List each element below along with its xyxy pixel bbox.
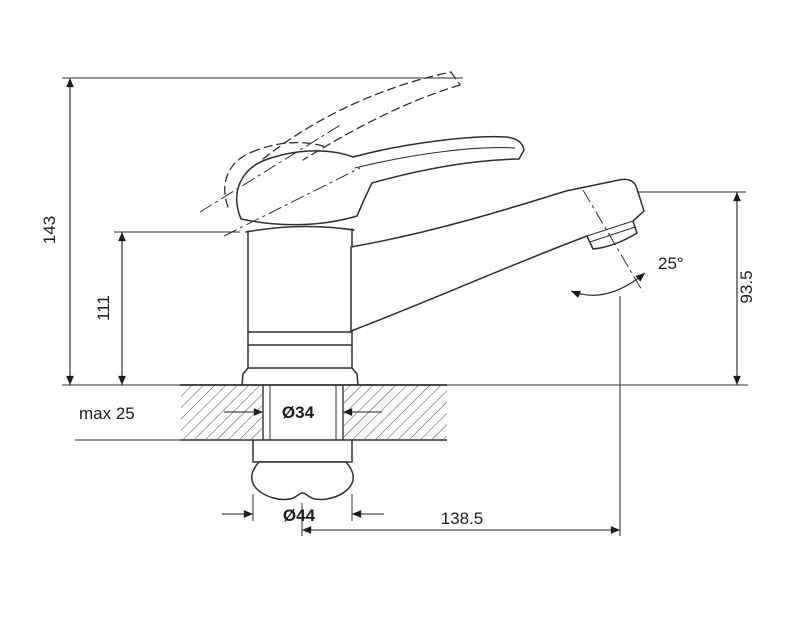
dimension-labels: 143 111 max 25 Ø34 Ø44 138.5 25° 93.5 [40,216,756,528]
mounting-nut [251,439,354,501]
dim-hole-diameter: Ø34 [282,403,315,422]
dimension-lines [66,78,741,534]
dim-deck-thickness: max 25 [79,404,135,423]
dim-spout-angle: 25° [658,254,684,273]
rotation-centerlines [199,123,644,293]
dim-body-height: 111 [94,295,113,321]
faucet-handle-dashed-position [224,71,461,208]
dim-spout-reach: 138.5 [441,509,484,528]
countertop-surface-lines [180,384,447,441]
mounting-shank [262,386,344,440]
dim-outlet-height: 93.5 [737,270,756,303]
dim-total-height: 143 [40,216,59,244]
faucet-spout [350,178,645,332]
dim-nut-diameter: Ø44 [283,506,316,525]
faucet-body [241,225,359,386]
faucet-handle [236,135,525,226]
